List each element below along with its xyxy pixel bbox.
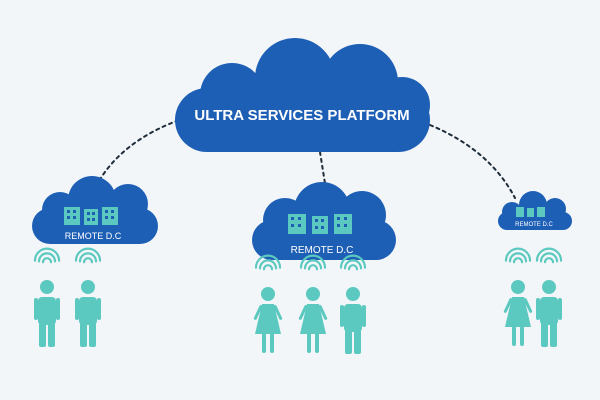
male-user-icon	[75, 280, 101, 347]
remote-cloud-left: REMOTE D.C	[32, 176, 158, 244]
building-icon	[537, 207, 545, 217]
building-icon	[312, 216, 328, 234]
remote-cloud-center: REMOTE D.C	[252, 182, 396, 260]
female-user-icon	[253, 287, 283, 353]
building-icon	[527, 208, 534, 217]
user-group	[33, 247, 102, 347]
wifi-icon	[339, 254, 367, 271]
male-user-icon	[536, 280, 562, 347]
central-cloud	[175, 38, 430, 152]
central-cloud-label: ULTRA SERVICES PLATFORM	[194, 107, 409, 124]
male-user-icon	[340, 287, 366, 354]
building-icons-right	[516, 207, 545, 217]
wifi-icon	[74, 247, 102, 264]
user-groups	[33, 247, 563, 354]
building-icons-left	[64, 207, 118, 225]
user-group	[253, 254, 367, 354]
remote-cloud-left-label: REMOTE D.C	[65, 231, 122, 241]
connector-left	[94, 117, 186, 189]
female-user-icon	[503, 280, 533, 346]
remote-cloud-right: REMOTE D.C	[498, 191, 572, 230]
building-icon	[84, 209, 98, 225]
building-icon	[334, 214, 352, 234]
building-icons-center	[288, 214, 352, 234]
wifi-icon	[504, 247, 532, 264]
wifi-icon	[33, 247, 61, 264]
male-user-icon	[34, 280, 60, 347]
user-group	[503, 247, 563, 347]
building-icon	[288, 214, 306, 234]
building-icon	[516, 207, 524, 217]
remote-cloud-right-label: REMOTE D.C	[515, 222, 553, 228]
building-icon	[64, 207, 80, 225]
building-icon	[102, 207, 118, 225]
connector-right	[429, 124, 516, 199]
wifi-icon	[535, 247, 563, 264]
wifi-icon	[299, 254, 327, 271]
remote-cloud-center-label: REMOTE D.C	[291, 245, 354, 256]
female-user-icon	[298, 287, 328, 353]
wifi-icon	[254, 254, 282, 271]
